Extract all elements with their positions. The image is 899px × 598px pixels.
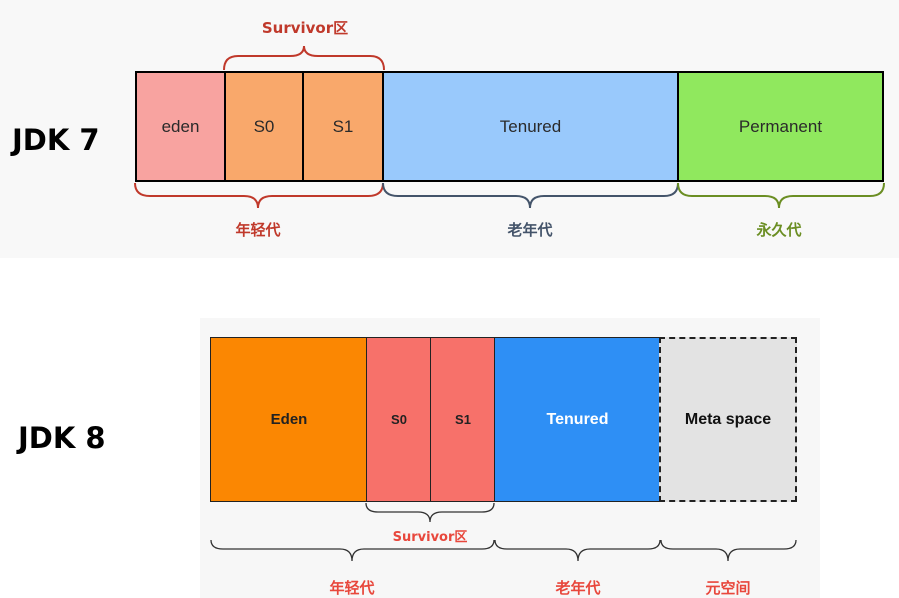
jdk8-young-gen-label: 年轻代 xyxy=(329,579,375,597)
jdk8-meta-space-region: Meta space xyxy=(659,337,797,502)
jdk8-meta-brace xyxy=(660,539,797,562)
jdk7-young-brace xyxy=(134,182,384,209)
jdk7-survivor-brace xyxy=(223,45,385,71)
jdk7-tenured-region: Tenured xyxy=(382,71,679,182)
jdk7-survivor-label: Survivor区 xyxy=(261,19,349,37)
jdk7-eden-region: eden xyxy=(135,71,226,182)
jdk7-old-brace xyxy=(382,182,679,209)
jdk8-meta-label: 元空间 xyxy=(705,579,751,597)
jdk8-survivor-label: Survivor区 xyxy=(392,530,468,545)
jdk8-survivor-brace xyxy=(365,502,495,523)
jdk8-young-brace xyxy=(210,539,495,562)
jdk8-eden-region: Eden xyxy=(210,337,368,502)
jdk7-young-gen-label: 年轻代 xyxy=(235,221,281,239)
jdk8-old-gen-label: 老年代 xyxy=(555,579,601,597)
jdk7-old-gen-label: 老年代 xyxy=(507,221,553,239)
jdk7-perm-brace xyxy=(677,182,885,209)
jdk8-old-brace xyxy=(494,539,661,562)
jdk8-title: JDK 8 xyxy=(18,421,106,455)
jdk7-permanent-region: Permanent xyxy=(677,71,884,182)
jdk7-perm-gen-label: 永久代 xyxy=(756,221,802,239)
jdk7-title: JDK 7 xyxy=(12,123,100,157)
jdk8-s0-region: S0 xyxy=(366,337,432,502)
